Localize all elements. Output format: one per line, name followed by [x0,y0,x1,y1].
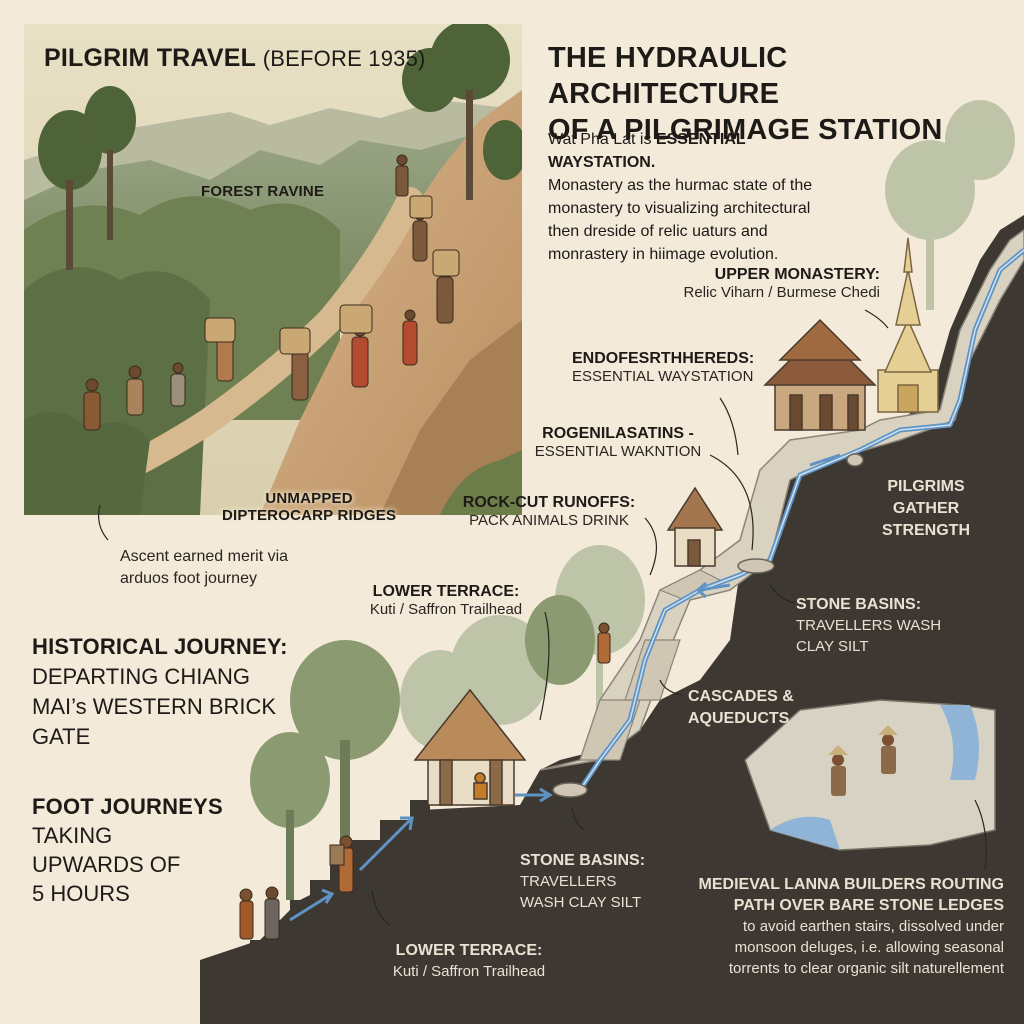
pilgrims-line1: PILGRIMS [887,478,965,495]
basins-lower-title: STONE BASINS: [520,852,646,869]
medieval-body2: monsoon deluges, i.e. allowing seasonal [734,939,1004,956]
foot-line1: TAKING [32,823,113,848]
forest-ravine-label: FOREST RAVINE [201,183,325,200]
pilgrims-callout: PILGRIMS GATHER STRENGTH [872,476,980,542]
foreground-stairs [230,800,430,1024]
left-panel-title: PILGRIM TRAVEL (BEFORE 1935) [44,44,426,73]
foot-line2: UPWARDS OF [32,852,181,877]
lower-terrace-sub: Kuti / Saffron Trailhead [369,601,523,618]
lower-terrace2-title: LOWER TERRACE: [395,942,543,959]
basins-upper-line2: CLAY SILT [796,638,869,655]
medieval-line2: PATH OVER BARE STONE LEDGES [733,897,1004,914]
intro-line4: then dreside of relic uaturs and [548,223,768,240]
pilgrims-line3: STRENGTH [882,522,970,539]
stone-basins-lower-callout: STONE BASINS: TRAVELLERS WASH CLAY SILT [520,850,645,913]
lower-terrace-title: LOWER TERRACE: [372,583,520,600]
medieval-body1: to avoid earthen stairs, dissolved under [743,918,1004,935]
journey-line3: GATE [32,724,91,749]
endo-callout: ENDOFESRTHHEREDS: ESSENTIAL WAYSTATION [572,350,754,385]
rockcut-title: ROCK-CUT RUNOFFS: [462,494,636,511]
medieval-line1: MEDIEVAL LANNA BUILDERS ROUTING [698,876,1004,893]
main-title: THE HYDRAULIC ARCHITECTURE OF A PILGRIMA… [548,40,1024,148]
intro-bold: ESSENTIAL WAYSTATION. [548,131,746,171]
medieval-body3: torrents to clear organic silt naturelle… [728,960,1004,977]
cascades-callout: CASCADES & AQUEDUCTS [688,686,794,730]
pilgrims-line2: GATHER [892,500,960,517]
cascades-line1: CASCADES & [688,688,794,705]
lower-terrace-callout: LOWER TERRACE: Kuti / Saffron Trailhead [354,583,538,618]
stone-basins [552,453,864,798]
foot-heading: FOOT JOURNEYS [32,794,223,819]
rogen-title: ROGENILASATINS - [542,425,694,442]
rogen-callout: ROGENILASATINS - ESSENTIAL WAKNTION [528,425,708,460]
upper-monastery-title: UPPER MONASTERY: [714,266,880,283]
ridges-label-line2: DIPTEROCARP RIDGES [222,507,397,524]
basins-upper-line1: TRAVELLERS WASH [796,617,942,634]
foreground-trees [250,595,595,900]
journey-line2: MAI’s WESTERN BRICK [32,694,277,719]
path-arrows [289,453,841,922]
ascent-caption: Ascent earned merit via arduos foot jour… [120,546,288,590]
rock-cut-shrine [666,486,724,567]
foot-line3: 5 HOURS [32,881,130,906]
rockcut-callout: ROCK-CUT RUNOFFS: PACK ANIMALS DRINK [458,494,640,529]
left-title-paren: (BEFORE 1935) [262,46,426,71]
medieval-builders-callout: MEDIEVAL LANNA BUILDERS ROUTING PATH OVE… [668,874,1004,979]
lower-terrace2-sub: Kuti / Saffron Trailhead [392,963,546,980]
leader-lines [98,309,987,926]
endo-sub: ESSENTIAL WAYSTATION [572,368,754,385]
lower-terrace-pavilion [413,688,527,806]
stone-basins-upper-callout: STONE BASINS: TRAVELLERS WASH CLAY SILT [796,594,941,657]
upper-monastery-callout: UPPER MONASTERY: Relic Viharn / Burmese … [668,266,880,301]
ridges-label: UNMAPPED DIPTEROCARP RIDGES [222,490,396,524]
ascent-caption-line2: arduos foot journey [120,570,257,587]
main-title-line1: THE HYDRAULIC ARCHITECTURE [548,42,788,110]
rockcut-sub: PACK ANIMALS DRINK [469,512,629,529]
journey-heading: HISTORICAL JOURNEY: [32,634,288,659]
left-title-main: PILGRIM TRAVEL [44,44,256,72]
upper-viharn [763,318,877,431]
lower-terrace2-callout: LOWER TERRACE: Kuti / Saffron Trailhead [380,940,558,982]
basins-lower-line1: TRAVELLERS [520,873,617,890]
intro-line2: Monastery as the hurmac state of the [548,177,813,194]
cascades-line2: AQUEDUCTS [688,710,790,727]
pilgrim-travel-illustration [24,24,522,515]
ridges-label-line1: UNMAPPED [265,490,353,507]
builders-inset [744,699,996,851]
ascent-caption-line1: Ascent earned merit via [120,548,289,565]
main-title-line2: OF A PILGRIMAGE STATION [548,114,943,146]
intro-line5: monrastery in hiimage evolution. [548,246,779,263]
intro-paragraph: Wat Pha Lat is ESSENTIAL WAYSTATION. Mon… [548,128,848,266]
pilgrim-figures [239,622,611,940]
basins-upper-title: STONE BASINS: [796,596,922,613]
rogen-sub: ESSENTIAL WAKNTION [534,443,702,460]
foot-journeys: FOOT JOURNEYS TAKING UPWARDS OF 5 HOURS [32,792,223,908]
endo-title: ENDOFESRTHHEREDS: [572,350,755,367]
historical-journey: HISTORICAL JOURNEY: DEPARTING CHIANG MAI… [32,632,288,752]
upper-monastery-sub: Relic Viharn / Burmese Chedi [683,284,880,301]
basins-lower-line2: WASH CLAY SILT [520,894,642,911]
journey-line1: DEPARTING CHIANG [32,664,250,689]
burmese-chedi [877,237,939,413]
intro-line3: monastery to visualizing architectural [548,200,811,217]
intro-start: Wat Pha Lat is [548,131,656,148]
